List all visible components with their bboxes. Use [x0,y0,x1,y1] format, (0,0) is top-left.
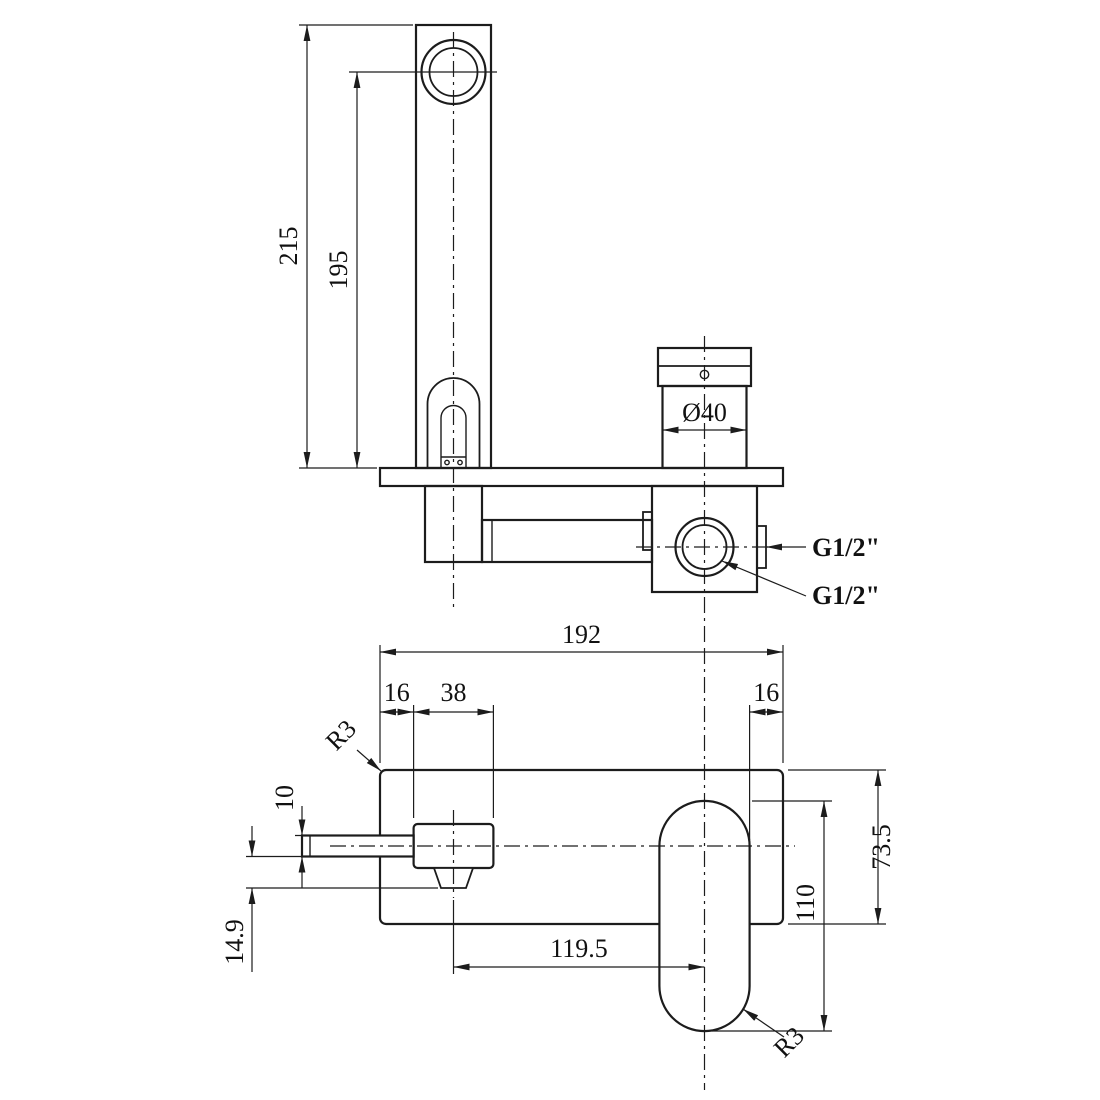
dim-slot-height: 110 [712,800,832,1032]
wall-plate-side [378,466,785,488]
radius-bottom-label: R3 [768,1021,810,1063]
radius-top-label: R3 [320,714,362,756]
dim-height-spout: 195 [324,71,497,468]
front-view: 192 16 38 16 R3 10 [220,620,896,1090]
dim-plate-width: 192 [379,620,784,763]
dim-plate-height: 73.5 [788,769,896,925]
dim-aerator-drop-label: 14.9 [220,919,249,965]
dim-height-total-label: 215 [274,227,303,266]
inlet-side-callout: G1/2" [766,533,880,562]
dim-spout-thickness-label: 10 [270,785,299,811]
side-view: Ø40 G1/2" G1/2" 215 [274,23,880,642]
spout-screw-right [457,459,463,466]
dim-slot-height-label: 110 [791,884,820,922]
radius-bottom-callout: R3 [742,1008,810,1063]
spout-inner-slot [426,377,481,468]
supply-pipe [480,518,654,564]
dim-center-distance: 119.5 [452,900,705,974]
spout-pipe-front [300,834,415,858]
radius-top-callout: R3 [320,714,382,772]
inlet-side-label: G1/2" [812,533,880,562]
dim-aerator-drop: 14.9 [220,826,438,972]
dim-margin-right-label: 16 [753,678,779,707]
spout-inner-detail [440,404,467,468]
inlet-bottom-label: G1/2" [812,581,880,610]
dim-height-total: 215 [274,24,413,469]
valve-tab-left [642,511,653,551]
dim-margin-left: 16 [380,678,415,818]
dim-plate-width-label: 192 [562,620,601,649]
spout-screw-left [444,459,450,466]
inlet-bottom-callout: G1/2" [721,560,880,610]
dim-spout-thickness: 10 [270,785,316,888]
dim-center-distance-label: 119.5 [550,934,608,963]
dim-spout-base-width: 38 [413,678,494,818]
dim-height-spout-label: 195 [324,251,353,290]
dim-plate-height-label: 73.5 [867,824,896,870]
dim-spout-base-width-label: 38 [441,678,467,707]
dim-margin-right: 16 [748,678,783,840]
dim-margin-left-label: 16 [384,678,410,707]
